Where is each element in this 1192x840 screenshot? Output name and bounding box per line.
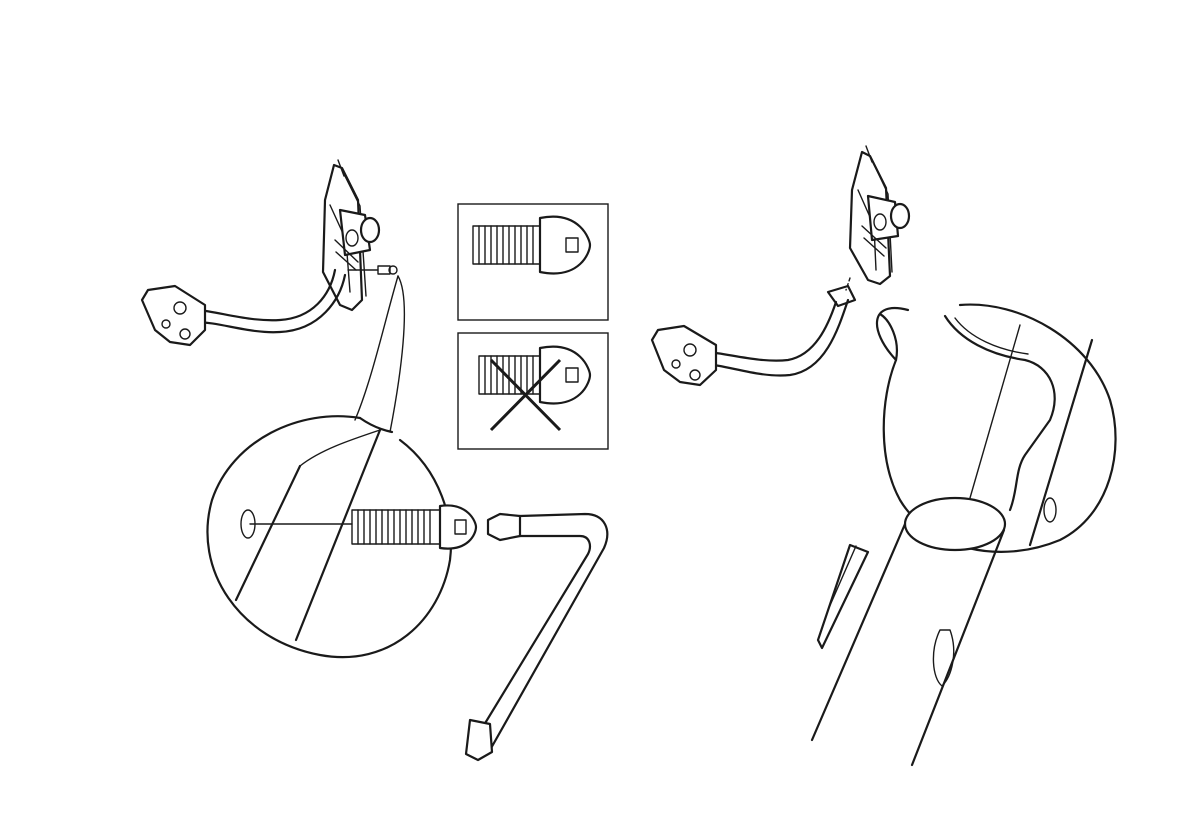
screw-option-correct [458, 204, 608, 320]
hex-key-tool [466, 514, 607, 760]
left-detail-circle [207, 416, 476, 657]
right-bracket-assembly [652, 146, 909, 385]
left-bracket-assembly [142, 160, 379, 345]
right-main-tube [812, 498, 1005, 765]
screw-option-incorrect [458, 333, 608, 449]
detail-screw [352, 505, 476, 548]
